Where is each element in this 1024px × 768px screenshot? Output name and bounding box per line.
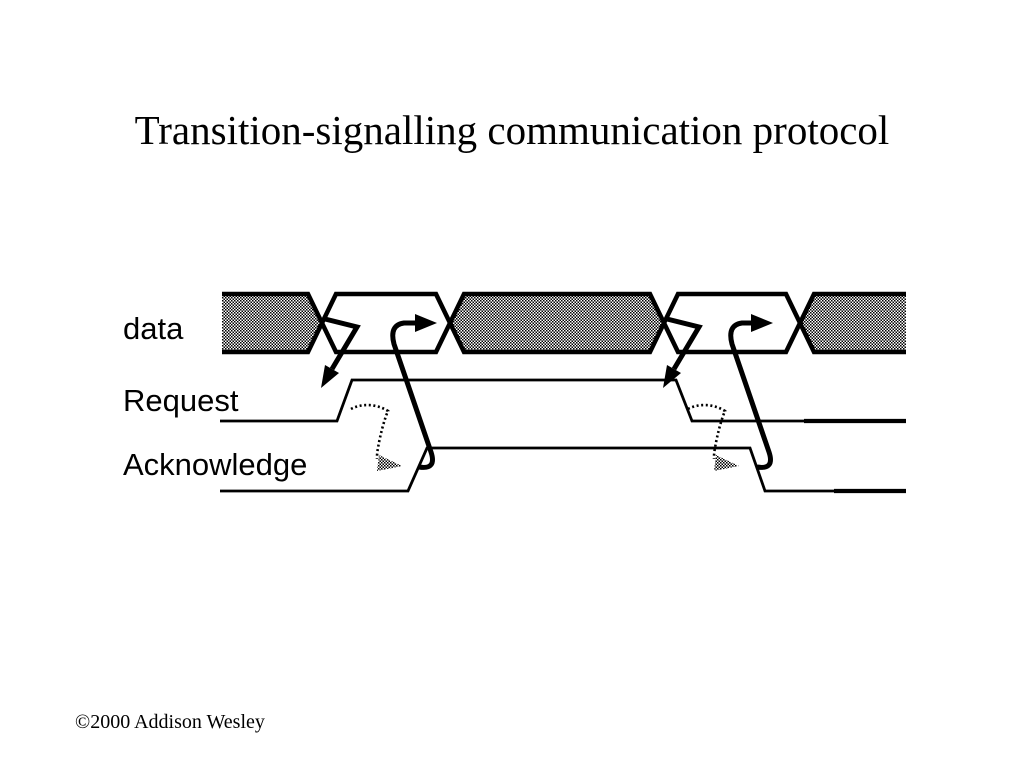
- dotted-arrowhead: [714, 455, 739, 471]
- dotted-arrow-path: [350, 403, 390, 460]
- request-line: [220, 378, 806, 423]
- data-changing-region: [450, 294, 664, 352]
- copyright-text: ©2000 Addison Wesley: [75, 711, 265, 733]
- arrow-ack-rise-to-data: [390, 314, 437, 470]
- request-waveform: [220, 378, 906, 424]
- dotted-arrow-path: [687, 403, 727, 460]
- dotted-arrowhead: [377, 455, 402, 471]
- arrowhead: [751, 314, 773, 332]
- arrowhead: [663, 365, 681, 388]
- arrow-shaft: [728, 320, 773, 470]
- data-bus-rail: [222, 291, 906, 355]
- signal-label-request: Request: [123, 383, 239, 418]
- signal-label-acknowledge: Acknowledge: [123, 447, 308, 482]
- acknowledge-waveform: [220, 446, 906, 494]
- arrow-shaft: [666, 316, 703, 371]
- data-changing-region: [800, 294, 906, 352]
- arrow-data-to-request-fall: [663, 316, 703, 388]
- arrow-shaft: [324, 316, 361, 371]
- arrowhead: [321, 365, 339, 388]
- dotted-arrow-request-to-ack-2: [687, 403, 739, 471]
- data-bus-waveform: [222, 291, 906, 355]
- arrow-ack-fall-to-data: [728, 314, 773, 470]
- slide-title: Transition-signalling communication prot…: [134, 107, 890, 153]
- arrow-data-to-request-rise: [321, 316, 361, 388]
- arrowhead: [415, 314, 437, 332]
- data-changing-region: [222, 294, 322, 352]
- arrow-shaft: [390, 320, 435, 470]
- acknowledge-line: [220, 446, 838, 493]
- signal-label-data: data: [123, 311, 184, 346]
- dotted-arrow-request-to-ack-1: [350, 403, 402, 471]
